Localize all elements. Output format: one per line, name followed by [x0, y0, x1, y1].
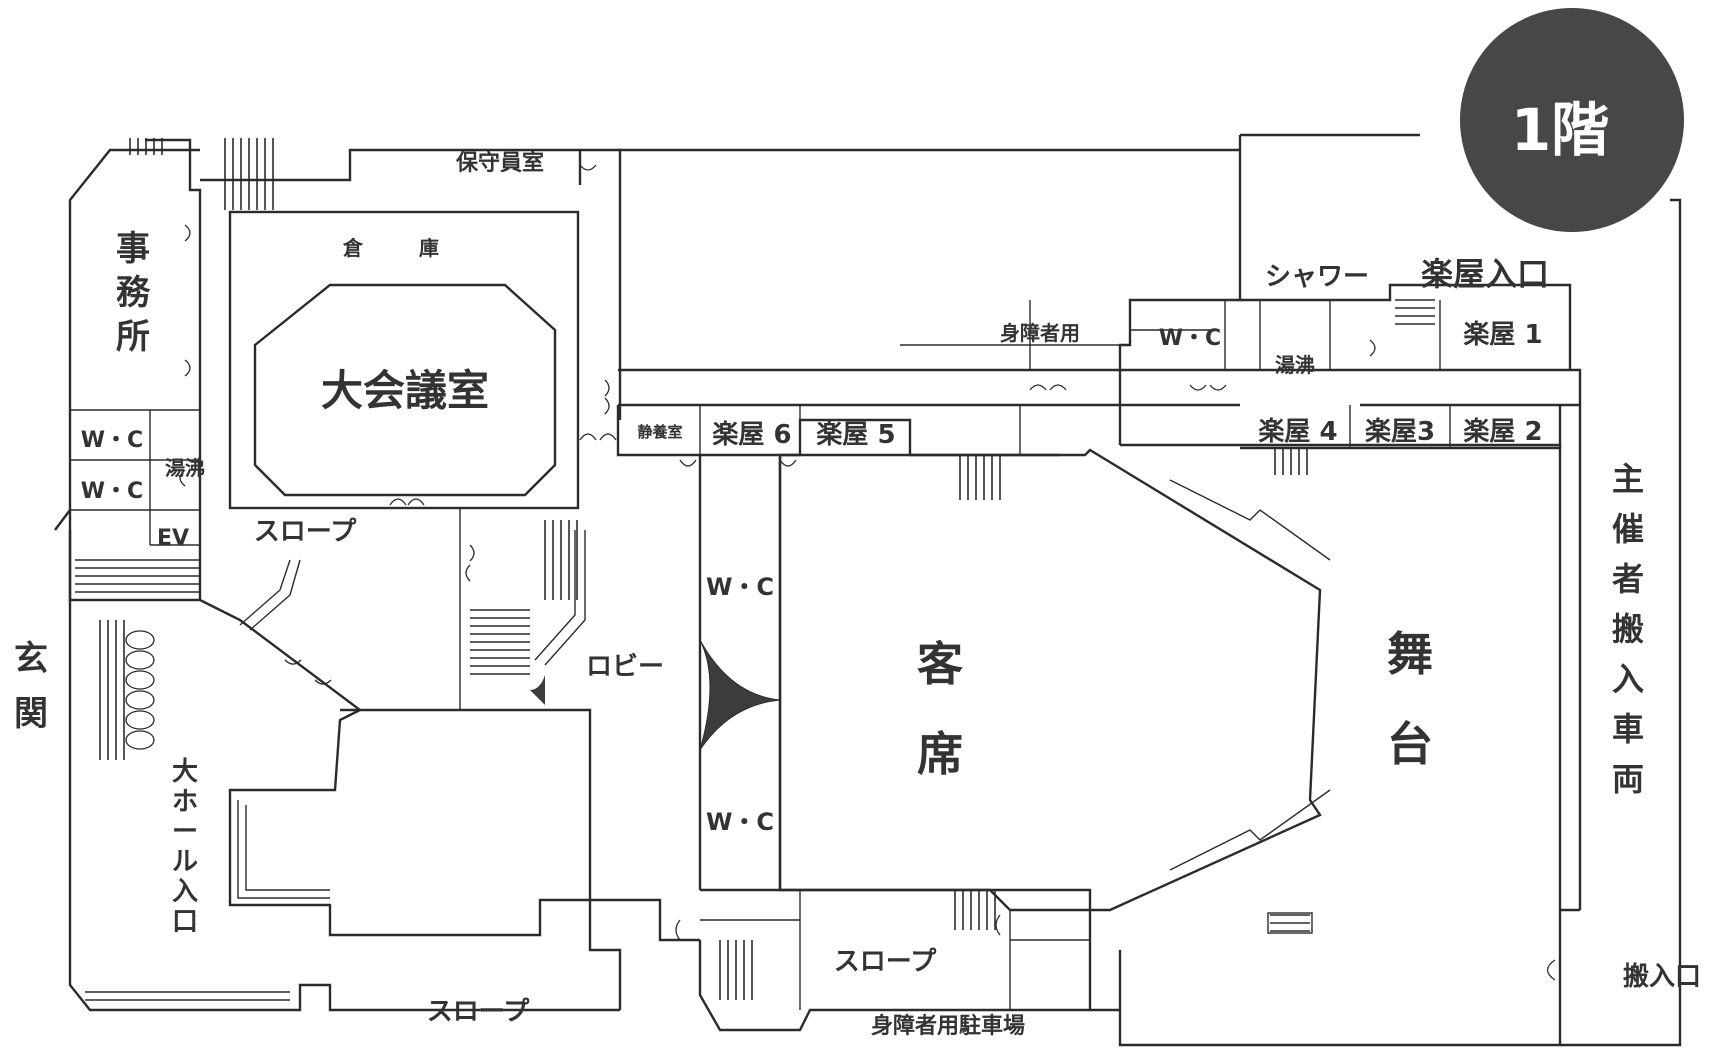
label-dressing-1: 楽屋 1 — [1463, 320, 1542, 350]
label-dressing-3: 楽屋3 — [1365, 417, 1435, 447]
lobby-door-symbol — [699, 639, 781, 751]
label-dressing-6: 楽屋 6 — [712, 420, 791, 450]
label-hall-entrance: 大ホール入口 — [172, 757, 198, 937]
label-slope-bottom: スロープ — [427, 997, 530, 1027]
label-slope-center: スロープ — [834, 947, 937, 977]
label-lobby: ロビー — [586, 652, 664, 682]
label-wc-top: W・C — [81, 428, 143, 453]
label-audience: 客席 — [917, 637, 963, 781]
label-dressing-entrance: 楽屋入口 — [1421, 255, 1549, 293]
label-lobby-wc-bottom: W・C — [706, 808, 774, 836]
walls — [54, 133, 1682, 1047]
label-security-room: 保守員室 — [455, 150, 544, 176]
label-dressing-5: 楽屋 5 — [816, 420, 895, 450]
label-slope-upper: スロープ — [254, 517, 357, 547]
label-ev: EV — [157, 526, 189, 551]
room-labels: 保守員室 事務所 倉 庫 大会議室 W・C W・C 湯沸 EV スロープ 玄関 … — [14, 150, 1701, 1039]
label-wc-bottom: W・C — [81, 479, 143, 504]
label-disabled-wc-text: 身障者用 — [1000, 321, 1080, 345]
stairs — [75, 138, 1435, 1001]
label-office-small: 静養室 — [637, 423, 682, 441]
label-storage: 倉 庫 — [342, 236, 457, 260]
label-dressing-2: 楽屋 2 — [1463, 417, 1542, 447]
label-stage: 舞台 — [1387, 627, 1433, 771]
label-kettle-left: 湯沸 — [165, 456, 205, 480]
floor-badge: 1階 — [1460, 8, 1684, 232]
label-organizer-vehicle: 主催者搬入車両 — [1612, 460, 1644, 798]
floor-badge-label: 1階 — [1511, 96, 1609, 164]
label-lobby-wc-top: W・C — [706, 573, 774, 601]
label-entrance: 玄関 — [14, 639, 48, 734]
label-disabled-parking: 身障者用駐車場 — [871, 1013, 1025, 1039]
label-conference: 大会議室 — [321, 366, 489, 415]
label-shower: シャワー — [1265, 262, 1369, 292]
label-disabled-wc: W・C — [1159, 326, 1221, 351]
label-loading-entrance: 搬入口 — [1623, 961, 1701, 992]
label-office: 事務所 — [116, 229, 151, 357]
doors — [125, 164, 1556, 981]
label-kettle-right: 湯沸 — [1275, 353, 1315, 377]
label-dressing-4: 楽屋 4 — [1258, 417, 1337, 447]
